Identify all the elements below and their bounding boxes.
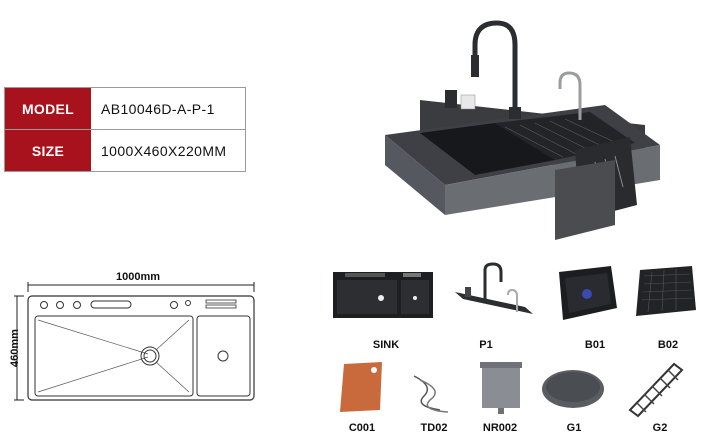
part-image-c001 xyxy=(340,362,382,412)
part-label-p1: P1 xyxy=(479,339,493,351)
spec-table: MODEL AB10046D-A-P-1 SIZE 1000X460X220MM xyxy=(4,87,246,172)
part-image-td02 xyxy=(413,375,449,413)
spec-value-size: 1000X460X220MM xyxy=(101,142,227,159)
dimension-drawing xyxy=(14,282,255,401)
part-image-b01 xyxy=(559,266,617,320)
part-label-b02: B02 xyxy=(657,339,679,351)
part-label-nr002: NR002 xyxy=(482,422,518,434)
part-label-b01: B01 xyxy=(584,339,606,351)
part-image-b02 xyxy=(636,266,696,316)
part-image-g1 xyxy=(542,370,604,408)
part-label-c001: C001 xyxy=(348,422,376,434)
spec-row-model: MODEL AB10046D-A-P-1 xyxy=(5,88,245,130)
spec-value-model: AB10046D-A-P-1 xyxy=(101,100,215,117)
width-dimension: 1000mm xyxy=(116,271,161,283)
part-label-td02: TD02 xyxy=(420,422,448,434)
part-image-g2 xyxy=(628,362,684,418)
part-label-g2: G2 xyxy=(652,422,668,434)
spec-key-size: SIZE xyxy=(5,130,91,171)
spec-key-model: MODEL xyxy=(5,88,91,129)
part-image-p1 xyxy=(455,262,533,314)
part-image-nr002 xyxy=(480,362,522,414)
product-image-sink xyxy=(385,20,660,240)
spec-row-size: SIZE 1000X460X220MM xyxy=(5,130,245,171)
part-label-g1: G1 xyxy=(566,422,582,434)
part-image-sink xyxy=(333,272,433,318)
part-label-sink: SINK xyxy=(372,339,400,351)
